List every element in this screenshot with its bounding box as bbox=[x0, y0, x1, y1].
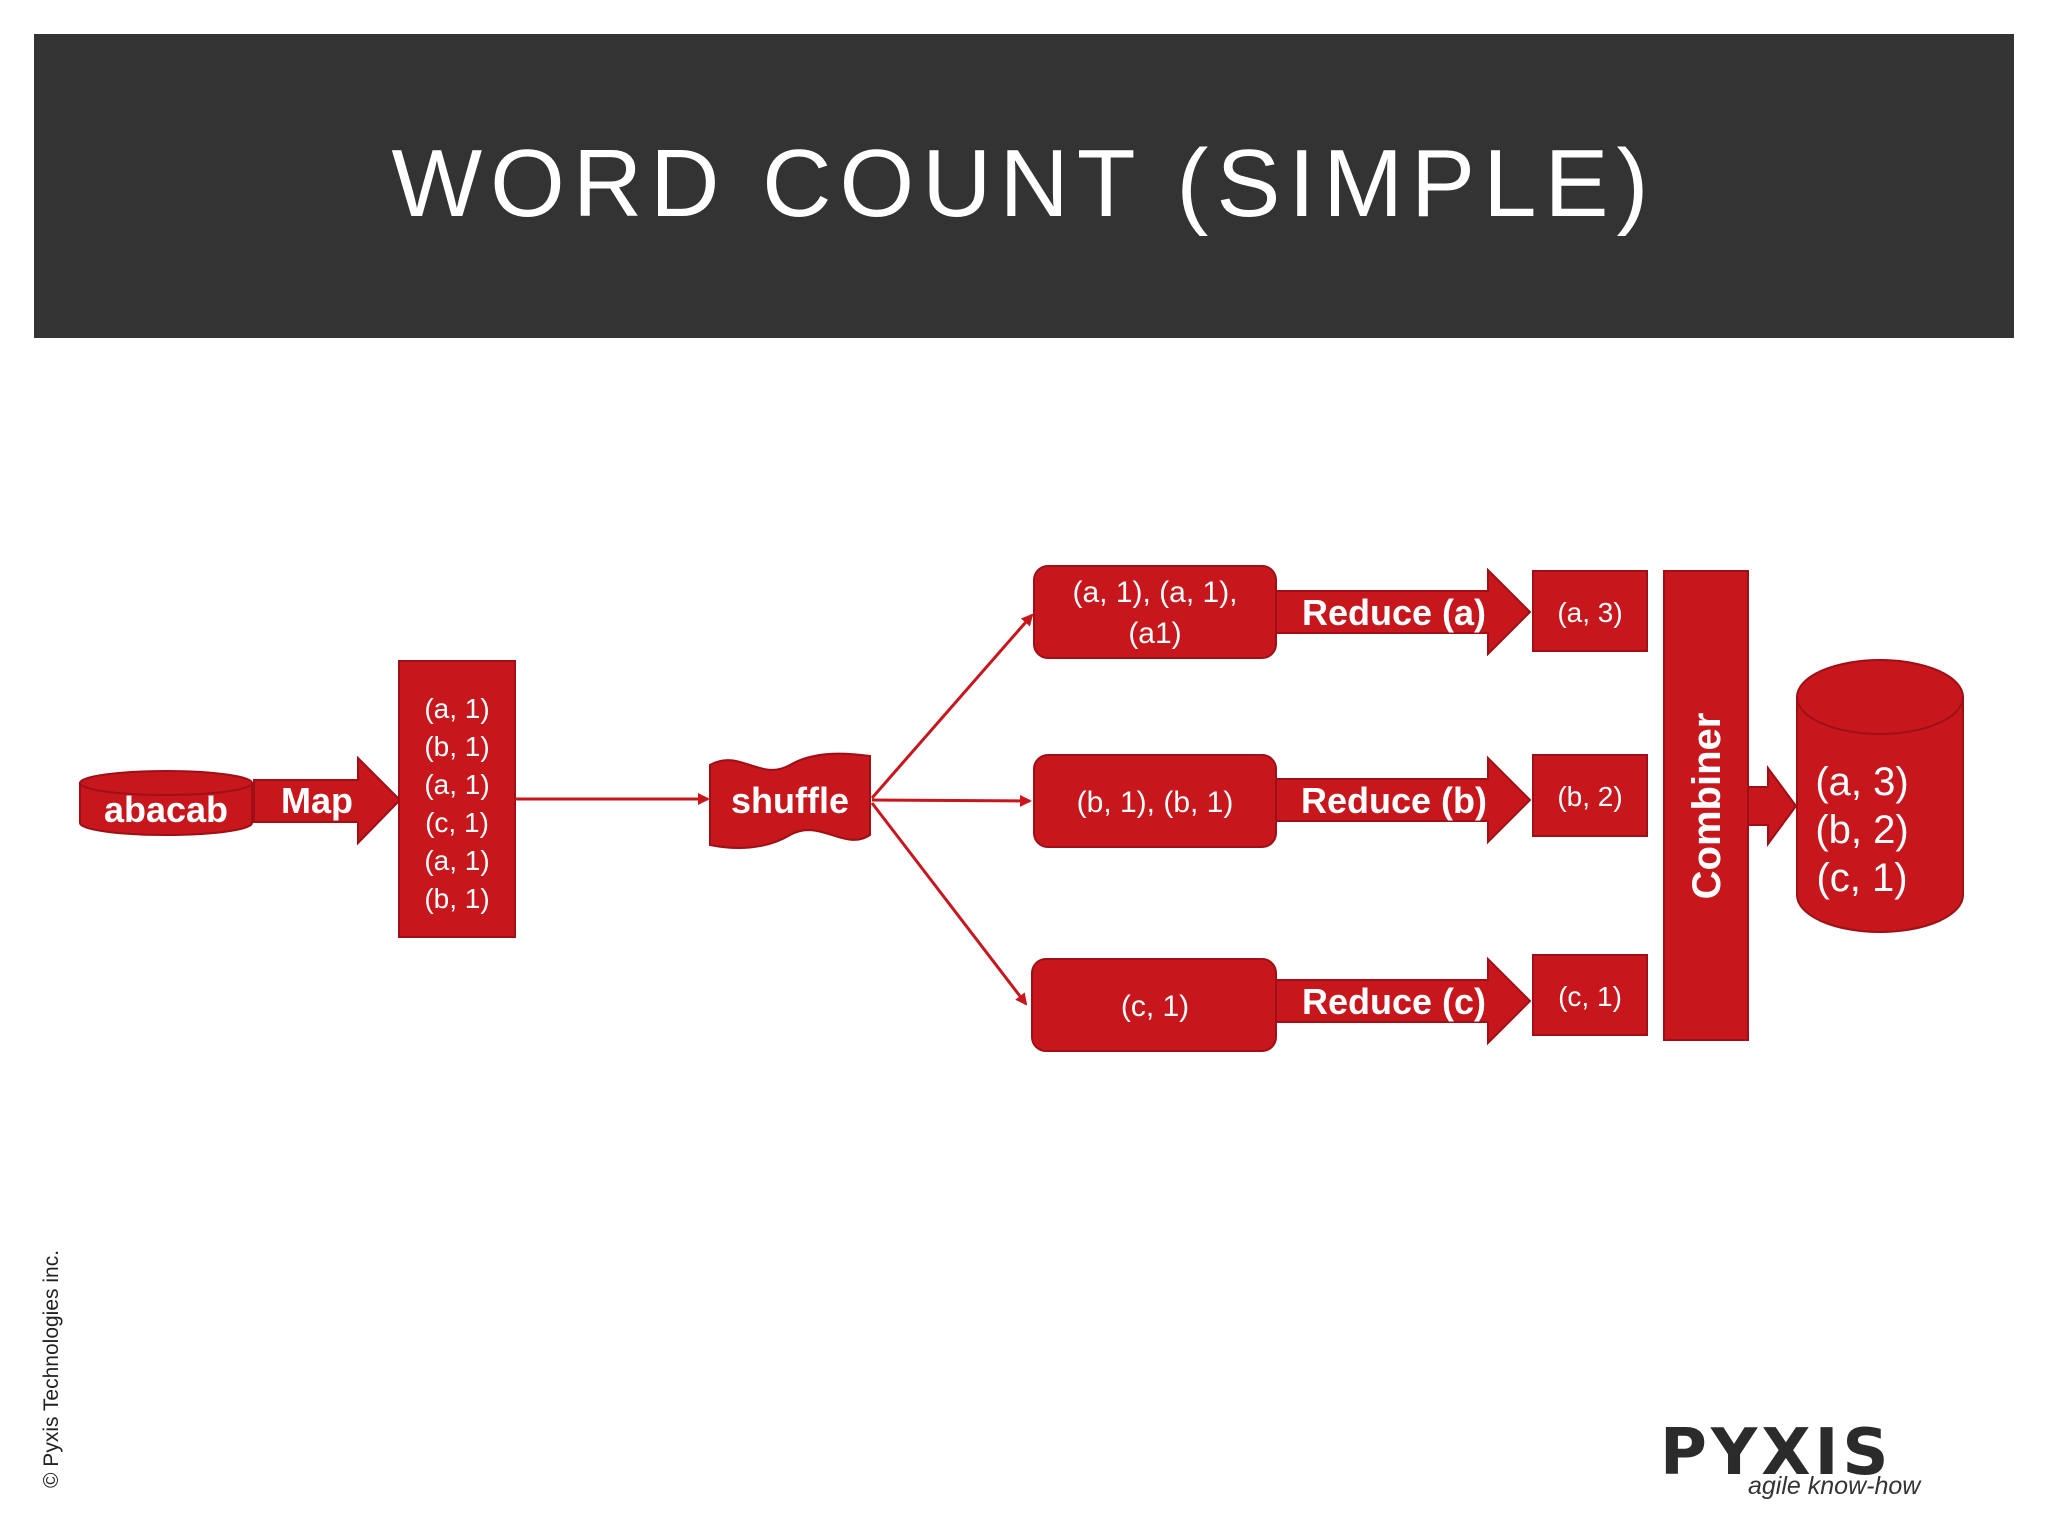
mapped-pair: (c, 1) bbox=[425, 807, 489, 838]
reduce-a-arrow: Reduce (a) bbox=[1275, 567, 1532, 657]
group-a-line: (a1) bbox=[1128, 617, 1181, 650]
combiner-box: Combiner bbox=[1663, 570, 1749, 1041]
result-a-label: (a, 3) bbox=[1557, 597, 1622, 628]
group-a-box: (a, 1), (a, 1), (a1) bbox=[1033, 565, 1277, 659]
output-line: (c, 1) bbox=[1816, 856, 1907, 900]
mapped-pair: (b, 1) bbox=[424, 731, 489, 762]
output-cylinder: (a, 3) (b, 2) (c, 1) bbox=[1796, 659, 1964, 933]
input-cylinder: abacab bbox=[79, 770, 253, 836]
mapped-pair: (a, 1) bbox=[424, 769, 489, 800]
group-c-box: (c, 1) bbox=[1031, 958, 1277, 1052]
input-label: abacab bbox=[104, 789, 228, 830]
result-b-label: (b, 2) bbox=[1557, 781, 1622, 812]
output-line: (b, 2) bbox=[1815, 808, 1908, 852]
group-a-line: (a, 1), (a, 1), bbox=[1072, 576, 1237, 609]
reduce-b-label: Reduce (b) bbox=[1301, 780, 1487, 821]
map-label: Map bbox=[281, 780, 353, 821]
group-b-box: (b, 1), (b, 1) bbox=[1033, 754, 1277, 848]
connector-to-group-b bbox=[871, 794, 1032, 807]
mapped-pair: (a, 1) bbox=[424, 845, 489, 876]
mapped-pair: (b, 1) bbox=[424, 883, 489, 914]
reduce-c-label: Reduce (c) bbox=[1302, 981, 1486, 1022]
output-line: (a, 3) bbox=[1815, 760, 1908, 804]
pyxis-logo: PYXIS bbox=[1660, 1416, 1893, 1490]
result-b-box: (b, 2) bbox=[1532, 754, 1648, 837]
result-a-box: (a, 3) bbox=[1532, 570, 1648, 652]
group-b-line: (b, 1), (b, 1) bbox=[1077, 786, 1234, 819]
reduce-c-arrow: Reduce (c) bbox=[1275, 956, 1532, 1046]
copyright-text: © Pyxis Technologies inc. bbox=[40, 1249, 63, 1488]
group-c-line: (c, 1) bbox=[1121, 990, 1189, 1023]
shuffle-shape: shuffle bbox=[709, 752, 871, 849]
mapped-pair: (a, 1) bbox=[424, 693, 489, 724]
connector-to-group-a bbox=[870, 613, 1034, 799]
combiner-output-arrow bbox=[1747, 764, 1798, 848]
shuffle-label: shuffle bbox=[731, 780, 849, 821]
title-bar: WORD COUNT (SIMPLE) bbox=[34, 34, 2014, 338]
mapped-pairs-box: (a, 1) (b, 1) (a, 1) (c, 1) (a, 1) (b, 1… bbox=[398, 660, 516, 938]
logo-tagline: agile know-how bbox=[1748, 1472, 1921, 1500]
combiner-label: Combiner bbox=[1685, 713, 1729, 900]
map-arrow: Map bbox=[253, 755, 402, 846]
connector-to-group-c bbox=[870, 802, 1028, 1006]
result-c-box: (c, 1) bbox=[1532, 954, 1648, 1036]
reduce-b-arrow: Reduce (b) bbox=[1275, 755, 1532, 845]
result-c-label: (c, 1) bbox=[1558, 981, 1622, 1012]
reduce-a-label: Reduce (a) bbox=[1302, 592, 1486, 633]
slide-title: WORD COUNT (SIMPLE) bbox=[391, 130, 1657, 237]
